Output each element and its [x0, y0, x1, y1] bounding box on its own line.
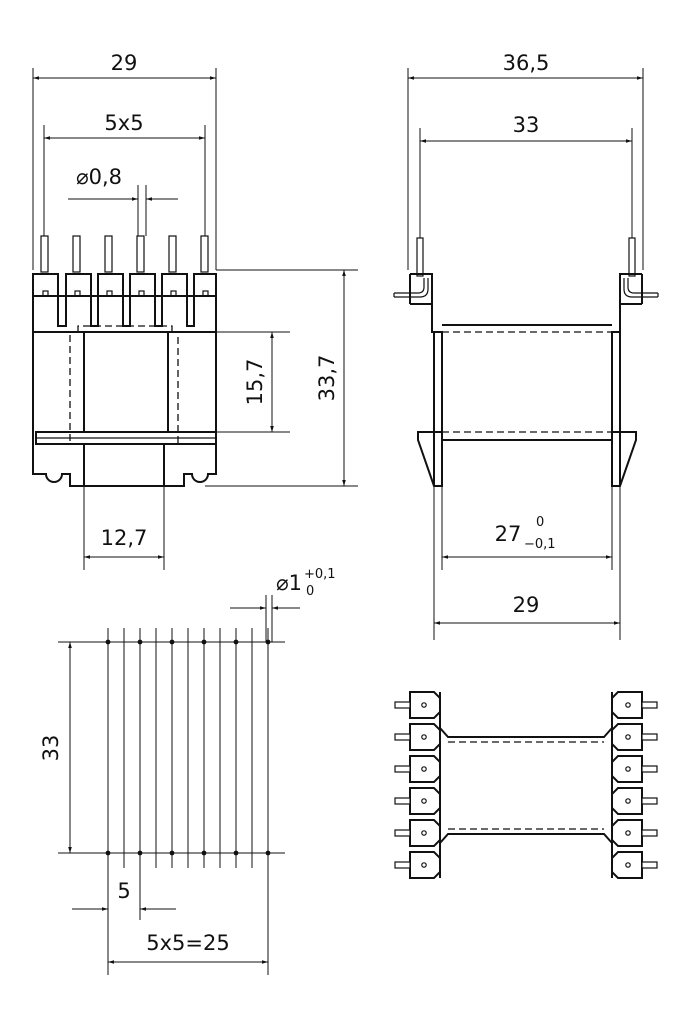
side-inner-tol-lower: −0,1 [524, 537, 556, 552]
side-total-label: 36,5 [503, 51, 550, 75]
side-pins-label: 33 [513, 113, 540, 137]
side-inner-tol-upper: 0 [536, 515, 544, 530]
front-core-label: 12,7 [101, 526, 148, 550]
side-outer-label: 29 [513, 593, 540, 617]
top-view [394, 691, 658, 879]
pcb-pitch-label: 5 [117, 879, 130, 903]
side-inner-label: 27 [495, 522, 522, 546]
front-window-label: 15,7 [243, 359, 267, 406]
pcb-rows-label: 33 [39, 735, 63, 762]
front-pitch-label: 5x5 [104, 111, 143, 135]
pcb-hole-label: ⌀1 [276, 571, 302, 595]
top-left-pins [394, 691, 441, 879]
pcb-layout: ⌀1 +0,1 0 [39, 567, 336, 975]
front-height-label: 33,7 [315, 355, 339, 402]
front-view: 29 5x5 ⌀0,8 [32, 51, 358, 570]
front-pins [40, 235, 209, 273]
pcb-total-label: 5x5=25 [146, 931, 229, 955]
pcb-holes [105, 639, 271, 856]
side-view: 36,5 33 27 0 −0,1 [393, 51, 659, 640]
pcb-hole-tol-upper: +0,1 [304, 567, 336, 582]
top-right-pins [611, 691, 658, 879]
pcb-hole-tol-lower: 0 [306, 584, 314, 599]
front-pin-diameter-label: ⌀0,8 [76, 165, 122, 189]
front-width-label: 29 [111, 51, 138, 75]
